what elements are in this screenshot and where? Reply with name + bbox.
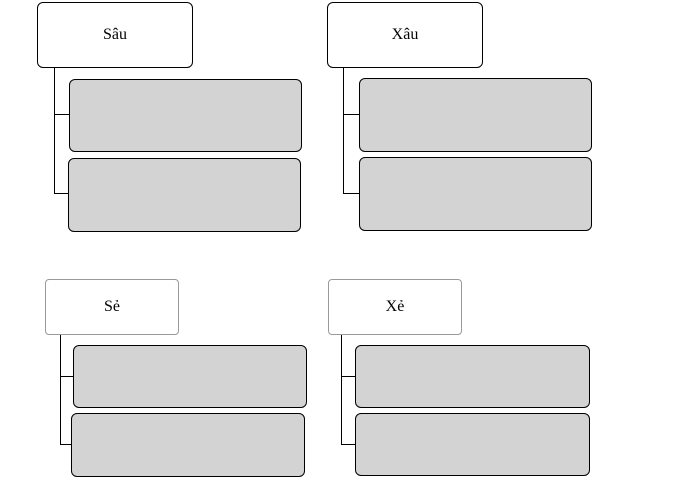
group-title: Sẻ [104, 298, 120, 315]
group-header-se: Sẻ [45, 279, 179, 335]
group-header-xau: Xâu [327, 2, 483, 68]
group-header-sau: Sâu [37, 2, 193, 68]
connector-line [54, 193, 69, 194]
answer-box[interactable] [73, 345, 307, 408]
answer-box[interactable] [355, 413, 590, 476]
connector-line [343, 68, 344, 194]
connector-line [54, 114, 69, 115]
connector-line [60, 376, 73, 377]
answer-box[interactable] [359, 157, 592, 231]
group-title: Xâu [391, 26, 419, 43]
group-header-xe: Xẻ [328, 279, 462, 335]
connector-line [343, 193, 359, 194]
group-title: Xẻ [385, 298, 405, 315]
connector-line [341, 376, 355, 377]
answer-box[interactable] [359, 78, 592, 152]
connector-line [343, 114, 359, 115]
group-title: Sâu [103, 26, 127, 43]
answer-box[interactable] [71, 413, 305, 477]
connector-line [341, 444, 355, 445]
answer-box[interactable] [355, 345, 590, 408]
connector-line [54, 68, 55, 194]
connector-line [341, 335, 342, 445]
answer-box[interactable] [68, 158, 301, 232]
connector-line [60, 335, 61, 445]
answer-box[interactable] [69, 79, 302, 152]
connector-line [60, 444, 71, 445]
